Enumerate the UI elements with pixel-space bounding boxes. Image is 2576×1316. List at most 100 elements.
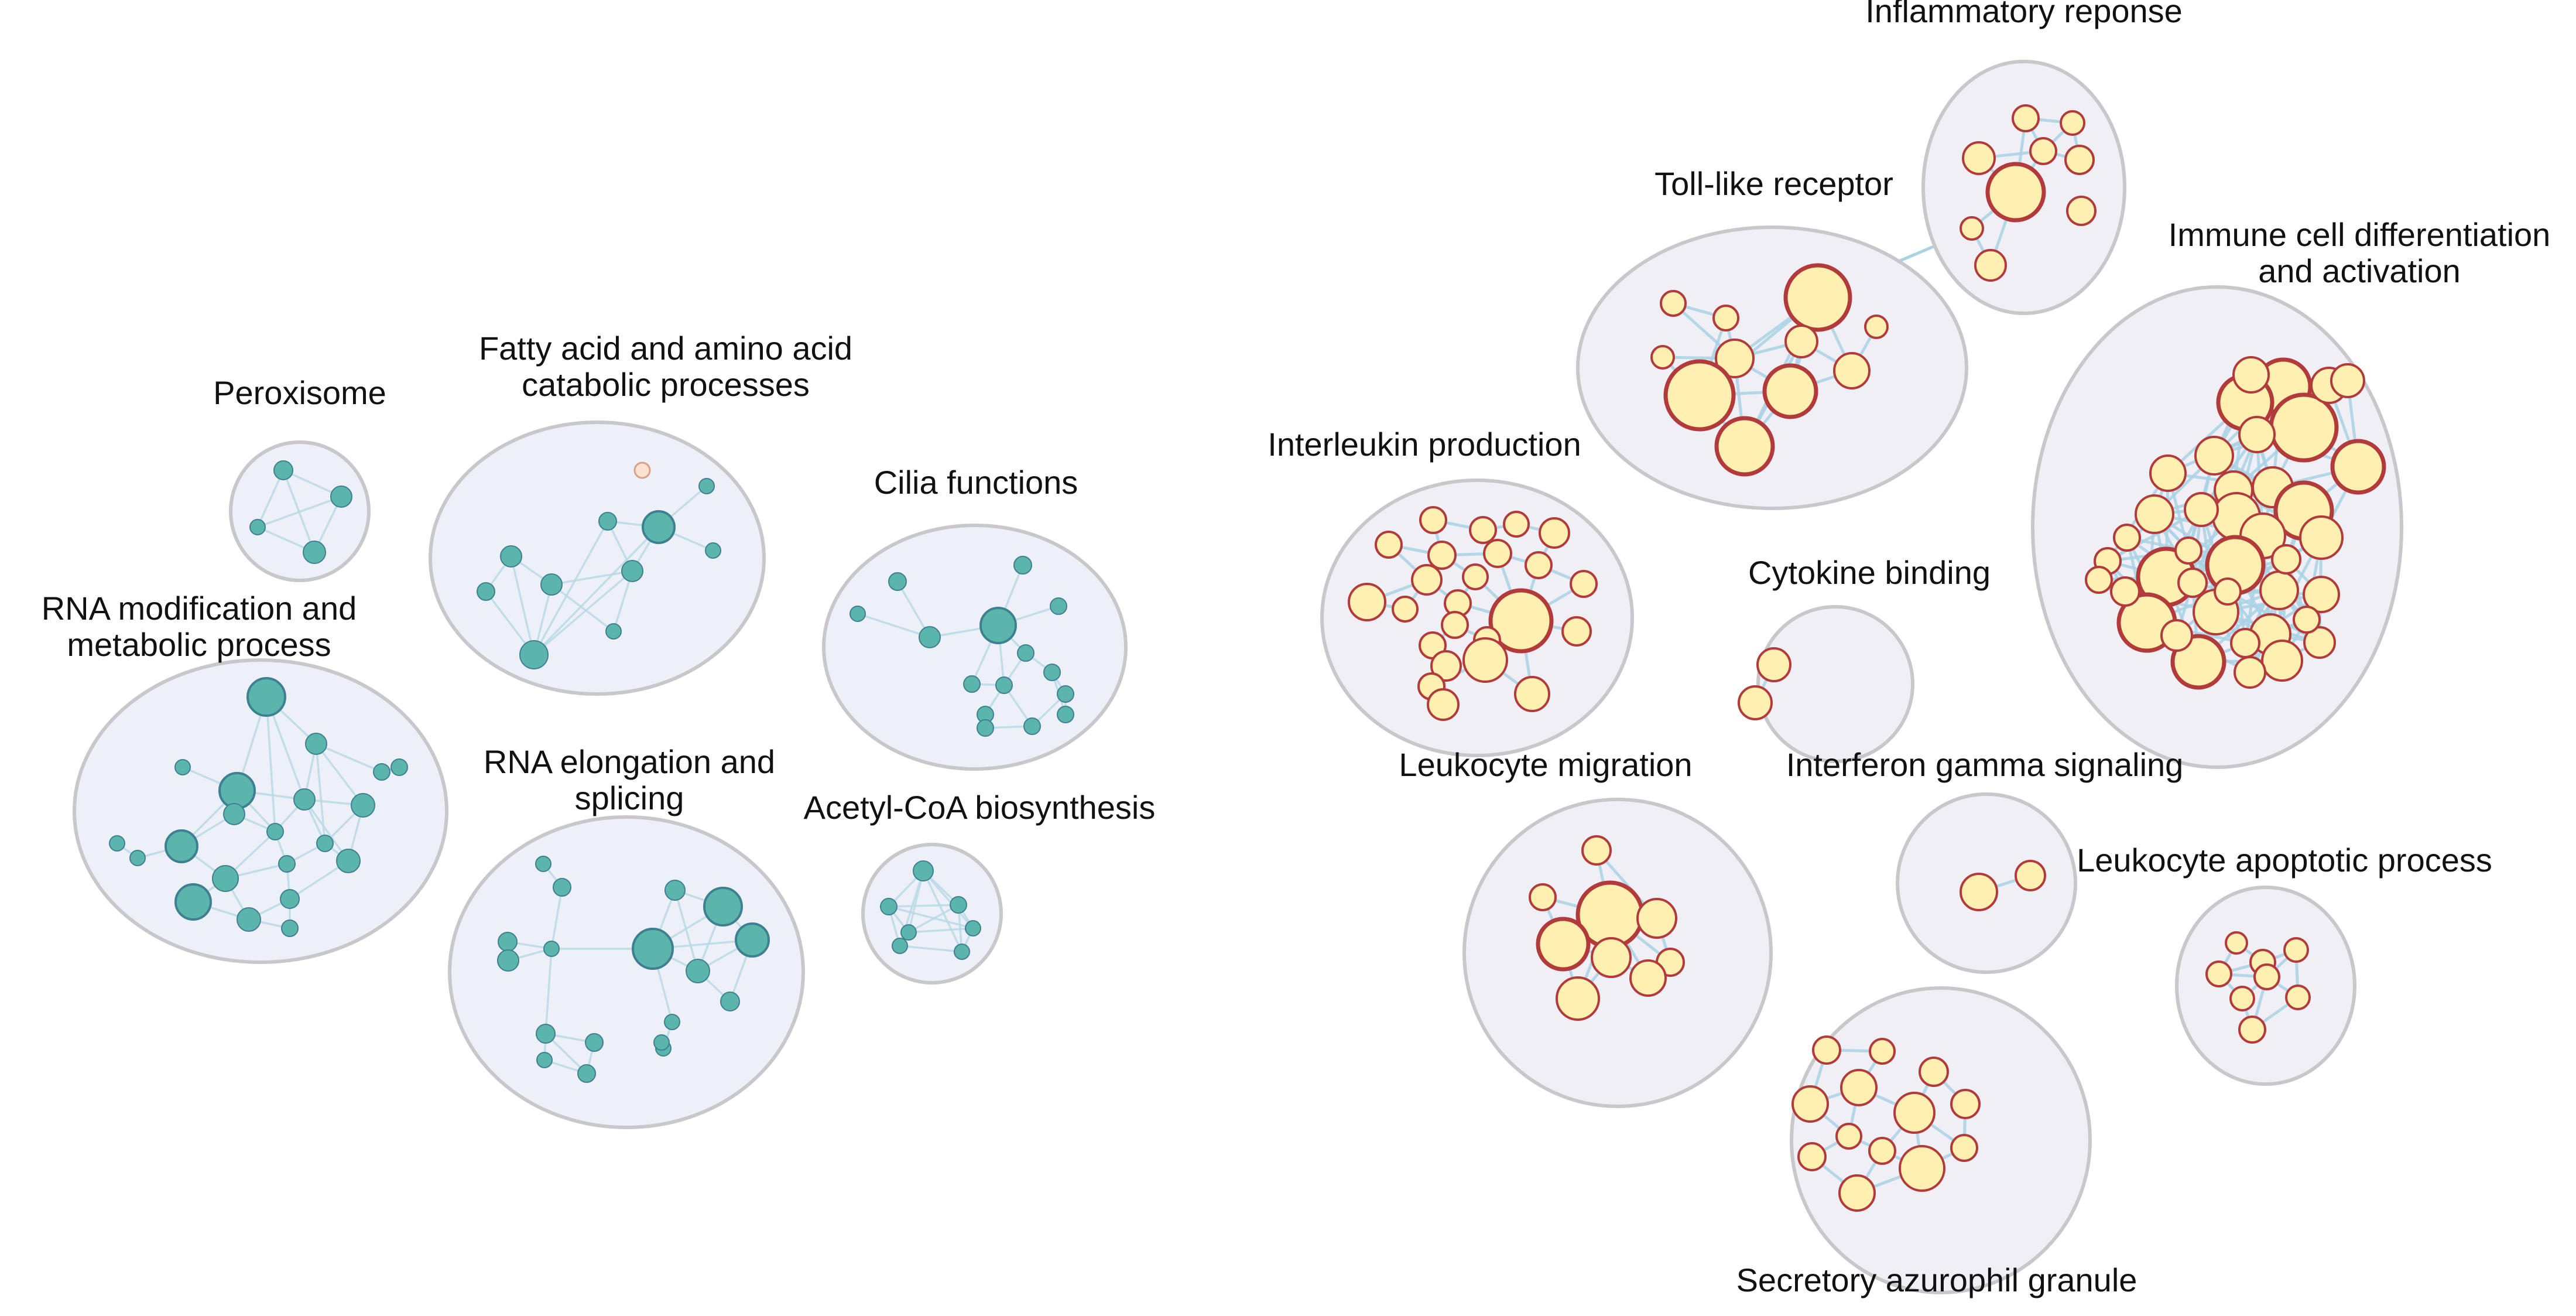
network-node	[2184, 492, 2219, 527]
network-node	[129, 850, 146, 866]
network-node	[351, 793, 375, 818]
network-node	[1663, 359, 1736, 432]
cluster-ellipse	[429, 421, 766, 696]
network-node	[336, 849, 361, 873]
network-edge	[533, 570, 633, 656]
network-edge	[316, 743, 382, 773]
cluster-inflammatory: Inflammatory reponse	[1865, 0, 2183, 315]
cluster-nodes	[2205, 931, 2311, 1044]
network-node	[2229, 986, 2255, 1011]
network-edge	[550, 583, 615, 633]
network-node	[1556, 976, 1600, 1021]
network-node	[1660, 290, 1687, 317]
network-node	[1629, 959, 1667, 997]
cluster-label-line: RNA elongation and	[484, 743, 775, 780]
network-edge	[551, 570, 633, 586]
network-node	[1712, 305, 1739, 331]
network-node	[1838, 1174, 1876, 1212]
network-node	[633, 462, 651, 479]
network-node	[1591, 937, 1632, 978]
cluster-ellipse	[1790, 986, 2092, 1294]
network-node	[703, 887, 743, 927]
network-node	[1570, 570, 1598, 598]
network-node	[1536, 917, 1591, 972]
network-edge	[674, 890, 699, 972]
network-node	[280, 889, 300, 909]
network-node	[281, 920, 299, 937]
cluster-nodes	[1348, 506, 1598, 721]
network-node	[2238, 1016, 2266, 1044]
network-node	[2060, 110, 2085, 136]
cluster-label: Interferon gamma signaling	[1786, 746, 2184, 783]
network-node	[246, 677, 286, 717]
network-node	[535, 856, 551, 872]
cluster-nodes	[497, 856, 770, 1083]
cluster-label: Inflammatory reponse	[1865, 0, 2183, 29]
cluster-label-line: Fatty acid and amino acid	[479, 330, 852, 367]
network-node	[1784, 324, 1818, 358]
network-node	[1650, 345, 1675, 370]
network-node	[1561, 616, 1592, 647]
network-edge	[908, 904, 959, 934]
cluster-label: Acetyl-CoA biosynthesis	[804, 789, 1156, 826]
network-node	[1023, 717, 1041, 735]
network-node	[2160, 619, 2193, 652]
network-node	[1899, 1145, 1945, 1192]
network-node	[1057, 685, 1074, 703]
cluster-nodes	[1960, 104, 2097, 282]
cluster-ellipse	[448, 815, 805, 1129]
network-node	[1017, 644, 1034, 662]
network-edge	[265, 696, 276, 832]
network-edge	[315, 743, 364, 806]
network-node	[1783, 263, 1852, 332]
cluster-label: Cilia functions	[874, 464, 1078, 501]
network-node	[316, 835, 334, 852]
network-node	[2232, 356, 2270, 394]
network-node	[1812, 1035, 1841, 1065]
network-node	[2303, 626, 2336, 659]
network-edge	[922, 870, 974, 929]
network-node	[642, 510, 676, 544]
network-node	[273, 460, 293, 480]
cluster-label-line: Toll-like receptor	[1654, 165, 1893, 202]
network-node	[2149, 454, 2187, 492]
cluster-cilia: Cilia functions	[822, 464, 1128, 771]
network-edge	[257, 495, 342, 528]
network-node	[2238, 416, 2276, 453]
network-node	[2113, 524, 2141, 552]
cluster-interleukin: Interleukin production	[1268, 426, 1634, 757]
network-node	[2269, 392, 2339, 463]
network-node	[919, 626, 941, 648]
network-node	[1469, 516, 1497, 544]
network-node	[1950, 1134, 1978, 1162]
network-node	[1348, 583, 1386, 621]
network-node	[2205, 960, 2232, 987]
network-node	[1441, 611, 1469, 639]
network-node	[1050, 597, 1067, 615]
cluster-secretory: Secretory azurophil granule	[1736, 986, 2137, 1298]
network-edge	[922, 870, 963, 952]
network-node	[2135, 494, 2174, 534]
network-node	[900, 924, 917, 941]
network-node	[1488, 588, 1554, 654]
network-node	[2085, 566, 2113, 594]
cluster-nodes	[249, 460, 352, 564]
network-node	[293, 788, 316, 811]
network-node	[950, 896, 967, 914]
network-node	[174, 883, 212, 921]
cluster-nodes	[1960, 860, 2046, 911]
network-node	[2029, 137, 2057, 165]
cluster-label-line: Cilia functions	[874, 464, 1078, 501]
cluster-ellipse	[73, 658, 448, 964]
network-node	[1525, 551, 1553, 579]
network-node	[1960, 216, 1984, 241]
network-node	[892, 938, 908, 954]
network-node	[2234, 656, 2266, 689]
network-node	[109, 835, 125, 852]
network-node	[605, 623, 622, 640]
network-node	[1503, 511, 1530, 538]
network-edge	[533, 526, 660, 656]
